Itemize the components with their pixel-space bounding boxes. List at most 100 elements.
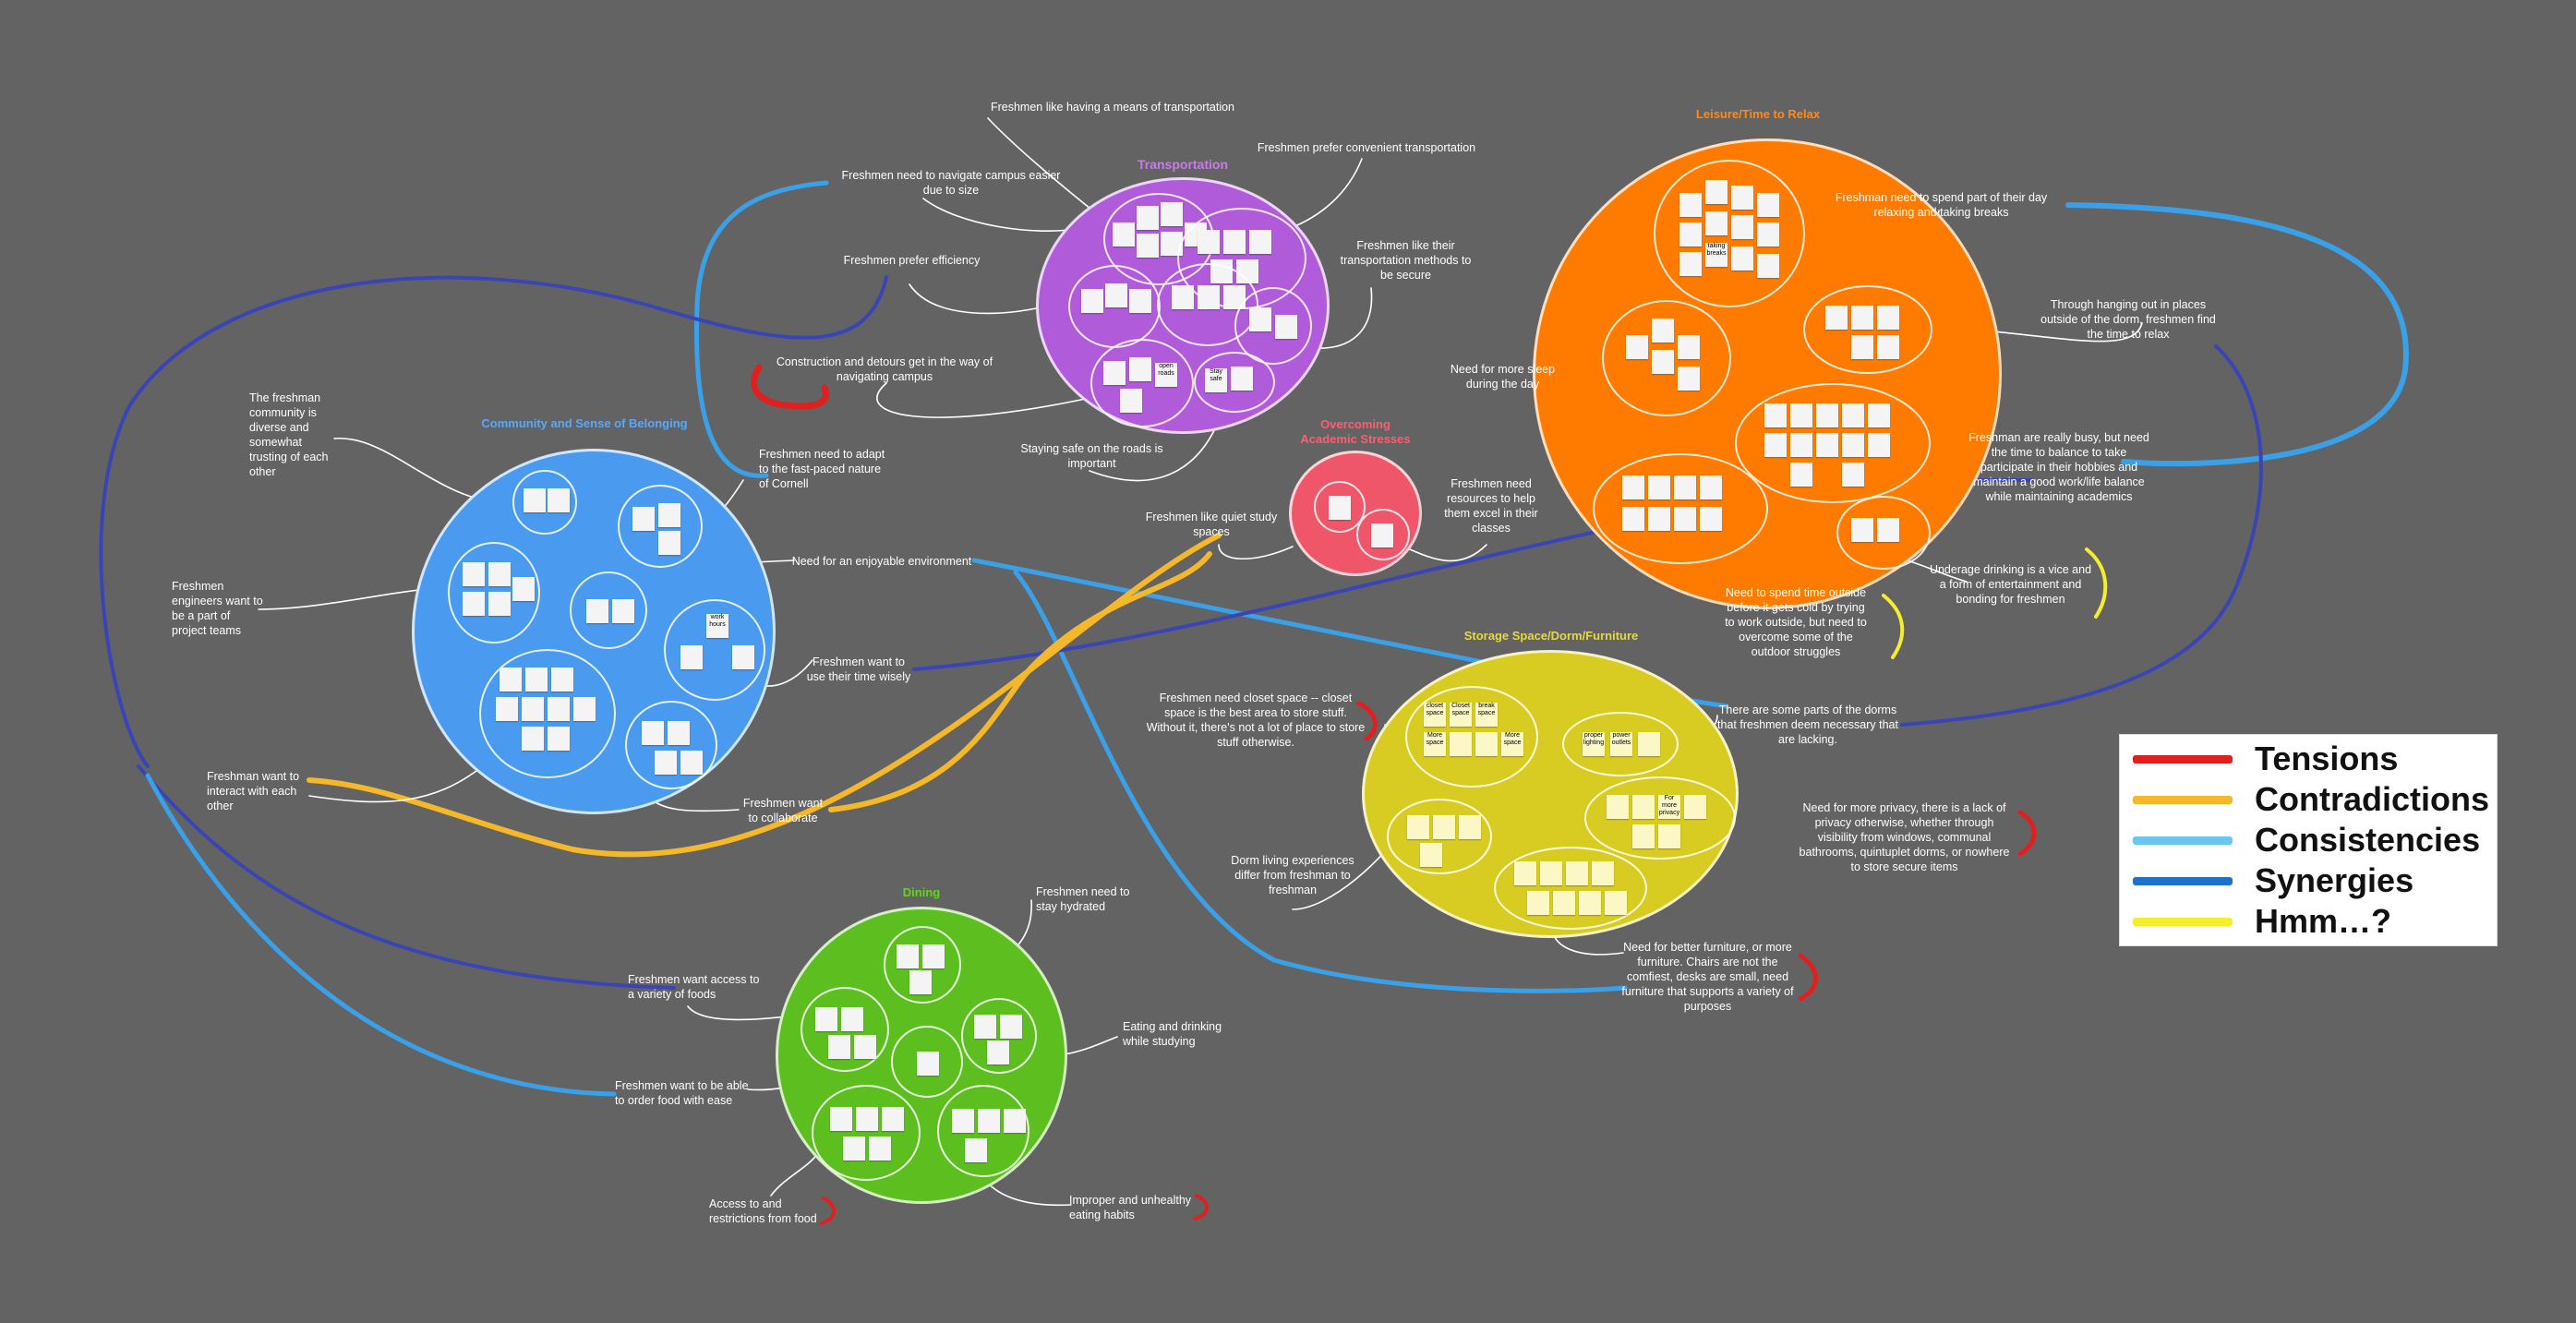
sticky-note[interactable] [548,697,570,721]
label-transport-convenient[interactable]: Freshmen prefer convenient transportatio… [1257,141,1476,154]
sticky-note[interactable] [488,562,511,586]
label-academic-resources[interactable]: Freshmen need resources to help them exc… [1444,477,1538,535]
sticky-note[interactable] [668,721,690,745]
sticky-note[interactable] [1553,891,1575,915]
sticky-note[interactable] [1842,433,1864,457]
sticky-note[interactable] [1223,230,1246,254]
sticky-note[interactable] [1764,403,1787,427]
cluster-leisure[interactable]: taking breaks [1533,138,2002,609]
sticky-note[interactable] [1172,285,1194,309]
sticky-note[interactable] [1757,223,1779,247]
sticky-note[interactable] [1137,206,1159,230]
label-transport-construction[interactable]: Construction and detours get in the way … [776,355,993,383]
sticky-note[interactable] [987,1040,1009,1064]
sticky-note[interactable] [1757,193,1779,217]
sticky-note[interactable] [1113,223,1135,247]
sticky-note[interactable] [500,668,522,692]
sticky-note[interactable] [1605,891,1627,915]
sticky-note[interactable] [1004,1109,1026,1133]
sticky-note[interactable] [496,697,518,721]
label-community-engineers[interactable]: Freshmen engineers want to be a part of … [172,580,263,637]
label-storage-privacy[interactable]: Need for more privacy, there is a lack o… [1799,801,2010,873]
sticky-note[interactable] [1790,403,1812,427]
sticky-note[interactable] [1579,891,1601,915]
sticky-note[interactable] [1731,186,1753,210]
label-storage-furniture[interactable]: Need for better furniture, or more furni… [1621,941,1794,1013]
sticky-note[interactable] [1622,475,1644,499]
sticky-note[interactable] [732,645,754,669]
sticky-note[interactable] [1868,403,1890,427]
sticky-note[interactable] [952,1109,974,1133]
sticky-note[interactable] [1540,861,1562,885]
sticky-note[interactable] [917,1052,939,1076]
sticky-note[interactable] [655,751,677,775]
sticky-note[interactable] [1700,507,1722,531]
label-storage-dorm-living[interactable]: Dorm living experiences differ from fres… [1231,854,1354,896]
sticky-note[interactable]: More space [1501,732,1523,756]
label-dining-access[interactable]: Access to and restrictions from food [709,1197,817,1225]
sticky-note[interactable] [488,592,511,616]
sticky-note[interactable] [1198,230,1220,254]
label-transport-means[interactable]: Freshmen like having a means of transpor… [990,101,1235,114]
sticky-note[interactable] [1652,319,1674,343]
sticky-note[interactable] [1648,475,1670,499]
sticky-note[interactable] [1514,861,1536,885]
sticky-note[interactable] [1731,247,1753,271]
sticky-note[interactable] [1105,283,1127,307]
sticky-note[interactable] [922,944,945,968]
sticky-note[interactable] [841,1007,863,1031]
sticky-note[interactable] [463,562,485,586]
sticky-note[interactable] [1129,289,1151,313]
sticky-note[interactable] [1137,234,1159,258]
sticky-note[interactable]: work hours [706,614,728,638]
label-leisure-outside-dorm[interactable]: Through hanging out in places outside of… [2040,298,2216,341]
sticky-note[interactable] [1433,815,1455,839]
cluster-transportation[interactable]: open roads Stay safe [1036,177,1330,434]
sticky-note[interactable] [1877,335,1899,359]
sticky-note[interactable] [828,1035,850,1059]
sticky-note[interactable] [1679,252,1702,276]
sticky-note[interactable] [974,1015,996,1039]
sticky-note[interactable] [658,531,680,555]
cluster-community[interactable]: work hours [412,449,776,814]
sticky-note[interactable] [1842,463,1864,487]
sticky-note[interactable] [1790,433,1812,457]
sticky-note[interactable] [815,1007,837,1031]
sticky-note[interactable]: Closet space [1450,703,1472,727]
sticky-note[interactable] [1632,824,1655,848]
label-dining-order[interactable]: Freshmen want to be able to order food w… [615,1079,749,1107]
sticky-note[interactable] [1731,215,1753,239]
sticky-note[interactable]: closet space [1424,703,1446,727]
sticky-note[interactable] [1705,211,1727,235]
label-community-time-wisely[interactable]: Freshmen want to use their time wisely [806,655,911,683]
sticky-note[interactable] [909,970,932,994]
sticky-note[interactable] [522,727,544,751]
sticky-note[interactable] [1081,289,1103,313]
sticky-note[interactable]: taking breaks [1705,243,1727,267]
sticky-note[interactable] [1275,315,1297,339]
label-dining-studying[interactable]: Eating and drinking while studying [1123,1020,1222,1048]
sticky-note[interactable] [869,1137,891,1161]
cluster-storage[interactable]: closet space Closet space break space Mo… [1362,650,1739,938]
sticky-note[interactable] [1816,403,1838,427]
label-dining-hydrated[interactable]: Freshmen need to stay hydrated [1036,885,1130,913]
sticky-note[interactable] [632,507,655,531]
sticky-note[interactable] [843,1137,865,1161]
sticky-note[interactable] [680,645,703,669]
sticky-note[interactable] [551,668,573,692]
sticky-note[interactable] [1198,285,1220,309]
sticky-note[interactable] [1607,795,1629,819]
sticky-note[interactable] [463,592,485,616]
sticky-note[interactable] [586,599,608,623]
sticky-note[interactable] [1459,815,1481,839]
sticky-note[interactable] [1420,843,1442,867]
sticky-note[interactable] [1527,891,1549,915]
label-dining-unhealthy[interactable]: Improper and unhealthy eating habits [1069,1194,1192,1221]
sticky-note[interactable] [522,697,544,721]
sticky-note[interactable] [658,503,680,527]
label-transport-safe-roads[interactable]: Staying safe on the roads is important [1020,442,1163,470]
label-leisure-outside[interactable]: Need to spend time outside before it get… [1725,586,1867,658]
label-leisure-busy[interactable]: Freshman are really busy, but need the t… [1968,431,2149,503]
sticky-note[interactable] [882,1107,904,1131]
label-community-enjoyable[interactable]: Need for an enjoyable environment [791,555,972,568]
